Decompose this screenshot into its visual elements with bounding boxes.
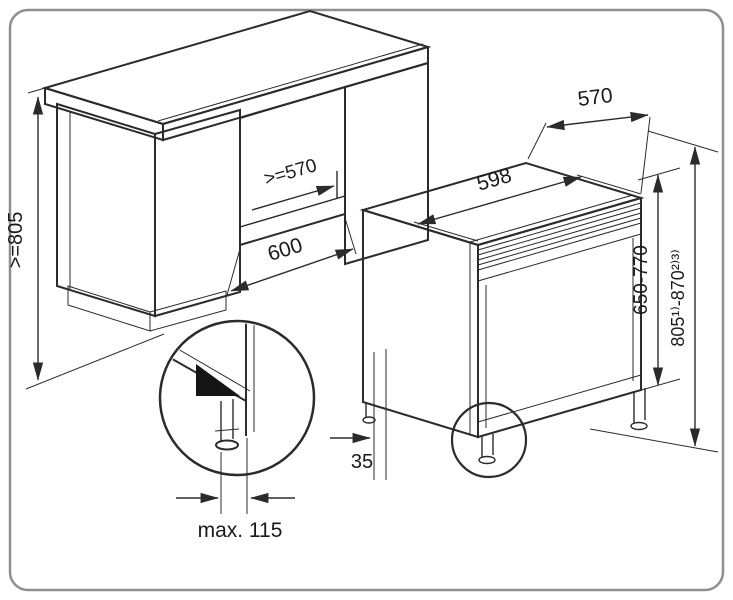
detail-panel-bottom-edge-inner bbox=[165, 341, 251, 392]
dim-counter-height-ext-floor bbox=[25, 333, 165, 390]
dim-598-arrow bbox=[417, 176, 582, 225]
dim-niche-width-arrow bbox=[230, 248, 354, 292]
dim-805-label: 805¹⁾-870²⁾³⁾ bbox=[668, 249, 688, 346]
foot-callout-circle bbox=[450, 401, 528, 479]
door-top-gap-line bbox=[477, 233, 642, 282]
dim-counter-height: >=805 bbox=[5, 82, 165, 390]
rear-foot bbox=[362, 403, 376, 424]
dim-counter-height-ext-top bbox=[27, 82, 63, 94]
dim-height-inner: 650-770 bbox=[631, 167, 681, 392]
left-cabinet-front-face bbox=[154, 108, 241, 318]
detail-circle bbox=[158, 319, 316, 477]
dim-650-ext-top bbox=[637, 167, 681, 181]
dim-805-ext-floor bbox=[589, 428, 719, 453]
detail-corner-wedge bbox=[196, 364, 240, 396]
detail-foot-cross-line bbox=[214, 428, 240, 432]
countertop-front-band bbox=[162, 45, 429, 142]
dim-height-outer: 805¹⁾-870²⁾³⁾ bbox=[589, 130, 719, 453]
dim-35-label: 35 bbox=[351, 451, 373, 473]
dim-570-ext-left bbox=[527, 122, 547, 160]
dim-570-label: 570 bbox=[576, 84, 614, 111]
front-foot bbox=[478, 434, 496, 465]
dim-foot-max: max. 115 bbox=[176, 438, 295, 542]
dim-598-ext-right bbox=[576, 174, 642, 195]
dim-appliance-depth: 570 bbox=[527, 84, 651, 194]
control-panel-hatch bbox=[477, 202, 642, 271]
countertop-edge-line bbox=[157, 43, 424, 122]
dim-counter-height-label: >=805 bbox=[5, 212, 27, 269]
dim-570-arrow bbox=[546, 111, 649, 131]
dim-598-ext-left bbox=[413, 221, 479, 242]
dishwasher-top-face bbox=[359, 161, 645, 247]
right-foot bbox=[630, 388, 648, 431]
counter-unit bbox=[41, 9, 432, 332]
detail-foot-disc bbox=[215, 439, 239, 451]
detail-content bbox=[162, 323, 255, 451]
dim-bottom-offset: 35 bbox=[330, 349, 387, 480]
dim-650-label: 650-770 bbox=[631, 245, 652, 315]
dim-max115-label: max. 115 bbox=[198, 519, 283, 542]
door-bottom-gap-line bbox=[477, 374, 642, 423]
dim-niche-width-ext-right bbox=[344, 217, 357, 255]
frame-border bbox=[8, 8, 725, 592]
dim-805-ext-top bbox=[647, 130, 719, 153]
left-cabinet-plinth-front bbox=[149, 290, 227, 332]
dim-niche-depth-arrow bbox=[251, 185, 335, 211]
